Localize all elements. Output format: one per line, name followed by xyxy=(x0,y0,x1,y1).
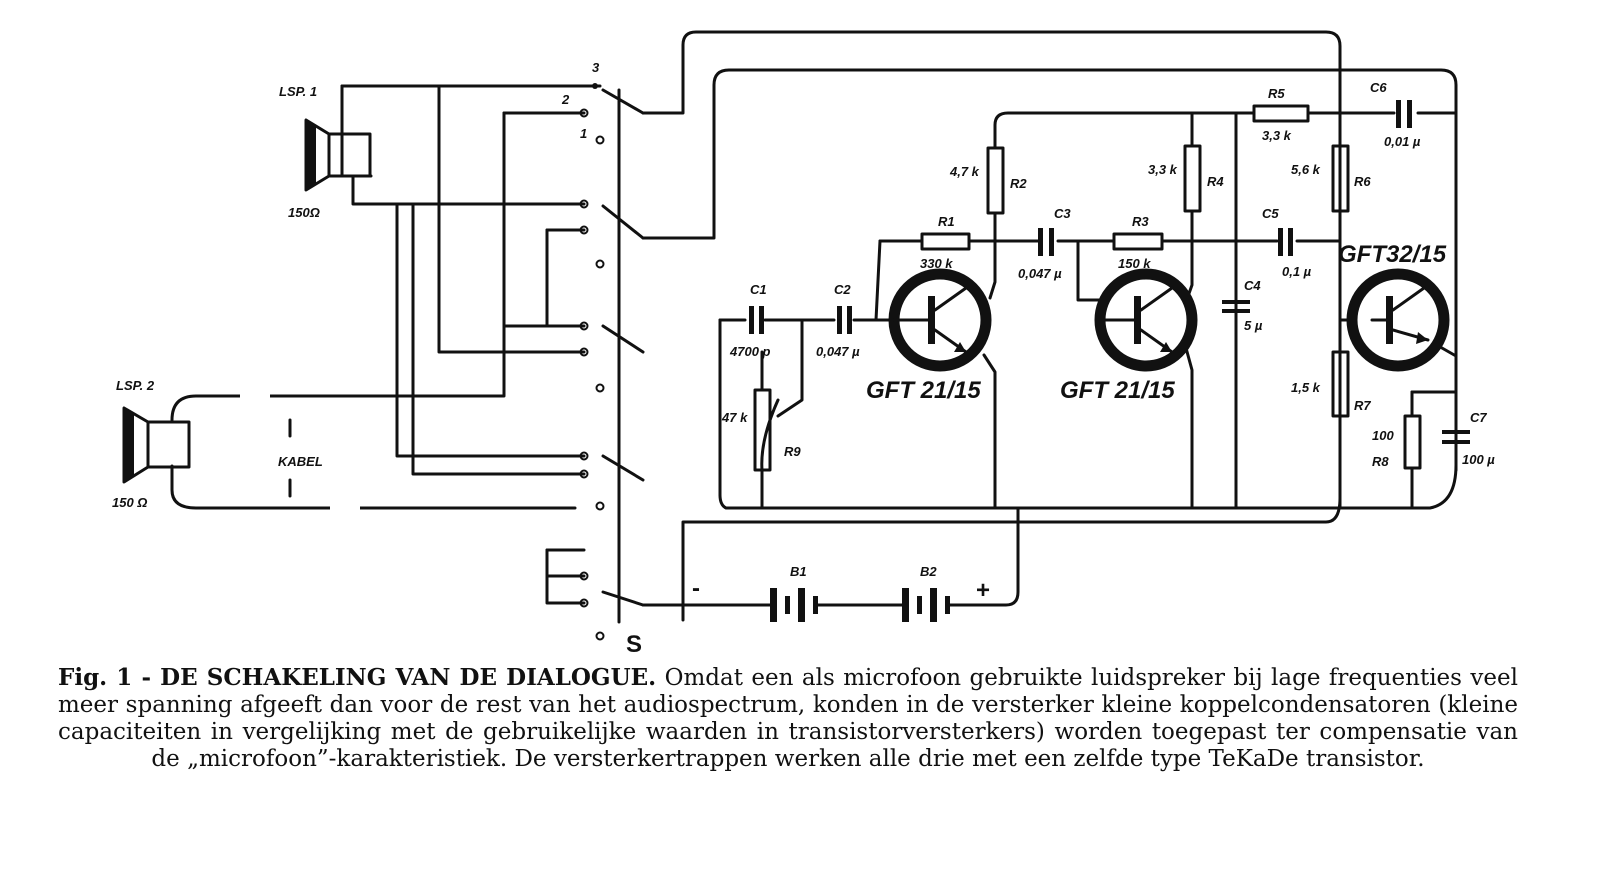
r4-value: 3,3 k xyxy=(1148,162,1178,177)
circuit-schematic: 3 2 1 S LSP. 1 150Ω LSP. 2 150 Ω KABEL R… xyxy=(112,30,1495,658)
r4-name: R4 xyxy=(1207,174,1224,189)
transistor-t3-label: GFT32/15 xyxy=(1338,241,1447,268)
c7-name: C7 xyxy=(1470,410,1487,425)
r5-name: R5 xyxy=(1268,86,1285,101)
r5-value: 3,3 k xyxy=(1262,128,1292,143)
speaker-1-label: LSP. 1 xyxy=(279,84,317,99)
r9-name: R9 xyxy=(784,444,801,459)
c4-value: 5 µ xyxy=(1244,318,1263,333)
c3-value: 0,047 µ xyxy=(1018,266,1062,281)
cable-label: KABEL xyxy=(278,454,323,469)
r1-value: 330 k xyxy=(920,256,953,271)
c5-name: C5 xyxy=(1262,206,1279,221)
speaker-2-icon xyxy=(122,406,191,484)
switch-position-1: 1 xyxy=(580,126,587,141)
r7-value: 1,5 k xyxy=(1291,380,1321,395)
c2-name: C2 xyxy=(834,282,851,297)
capacitor-c4 xyxy=(1222,300,1250,510)
battery-b1-icon xyxy=(770,588,832,622)
capacitor-c6 xyxy=(1396,100,1412,128)
switch-label: S xyxy=(626,631,642,658)
transistor-t2-icon xyxy=(1094,268,1198,372)
capacitor-c2 xyxy=(837,306,852,334)
resistor-r7 xyxy=(1331,350,1350,418)
resistor-r5 xyxy=(1252,104,1310,123)
figure-caption: Fig. 1 - DE SCHAKELING VAN DE DIALOGUE. … xyxy=(58,664,1518,773)
resistor-r3 xyxy=(1112,232,1164,251)
switch-contacts xyxy=(579,83,605,641)
r2-value: 4,7 k xyxy=(949,164,980,179)
capacitor-c5 xyxy=(1278,228,1293,256)
potentiometer-r9 xyxy=(753,388,780,472)
r1-name: R1 xyxy=(938,214,955,229)
b1-label: B1 xyxy=(790,564,807,579)
r3-name: R3 xyxy=(1132,214,1149,229)
transistor-t1-icon xyxy=(888,268,992,372)
battery-minus-sign: - xyxy=(692,575,700,602)
c6-name: C6 xyxy=(1370,80,1387,95)
resistor-r8 xyxy=(1403,414,1422,470)
r6-value: 5,6 k xyxy=(1291,162,1321,177)
resistor-r4 xyxy=(1183,144,1202,213)
transistor-t2-label: GFT 21/15 xyxy=(1060,377,1175,404)
c1-value: 4700 p xyxy=(729,344,771,359)
c7-value: 100 µ xyxy=(1462,452,1495,467)
r8-value: 100 xyxy=(1372,428,1394,443)
resistor-r2 xyxy=(986,146,1005,215)
r3-value: 150 k xyxy=(1118,256,1151,271)
speaker-1-impedance: 150Ω xyxy=(288,205,320,220)
r9-value: 47 k xyxy=(721,410,748,425)
transistor-t3-icon xyxy=(1346,268,1450,372)
r8-name: R8 xyxy=(1372,454,1389,469)
c3-name: C3 xyxy=(1054,206,1071,221)
resistor-r1 xyxy=(920,232,971,251)
resistor-r6 xyxy=(1331,144,1350,213)
battery-b2-icon xyxy=(902,588,964,622)
r2-name: R2 xyxy=(1010,176,1027,191)
caption-body: Omdat een als microfoon gebruikte luidsp… xyxy=(58,665,1518,772)
c1-name: C1 xyxy=(750,282,767,297)
c6-value: 0,01 µ xyxy=(1384,134,1421,149)
c2-value: 0,047 µ xyxy=(816,344,860,359)
battery-plus-sign: + xyxy=(976,577,990,604)
transistor-t1-label: GFT 21/15 xyxy=(866,377,981,404)
switch-position-3: 3 xyxy=(592,60,600,75)
c4-name: C4 xyxy=(1244,278,1261,293)
c5-value: 0,1 µ xyxy=(1282,264,1312,279)
capacitor-c7 xyxy=(1442,430,1470,444)
speaker-2-impedance: 150 Ω xyxy=(112,495,147,510)
cable-dashes xyxy=(240,393,360,511)
switch-position-2: 2 xyxy=(561,92,570,107)
speaker-1-icon xyxy=(304,118,372,192)
r7-name: R7 xyxy=(1354,398,1371,413)
b2-label: B2 xyxy=(920,564,937,579)
speaker-2-label: LSP. 2 xyxy=(116,378,155,393)
capacitor-c3 xyxy=(1038,228,1054,256)
capacitor-c1 xyxy=(749,306,764,334)
r6-name: R6 xyxy=(1354,174,1371,189)
caption-heading: Fig. 1 - DE SCHAKELING VAN DE DIALOGUE. xyxy=(58,664,657,691)
